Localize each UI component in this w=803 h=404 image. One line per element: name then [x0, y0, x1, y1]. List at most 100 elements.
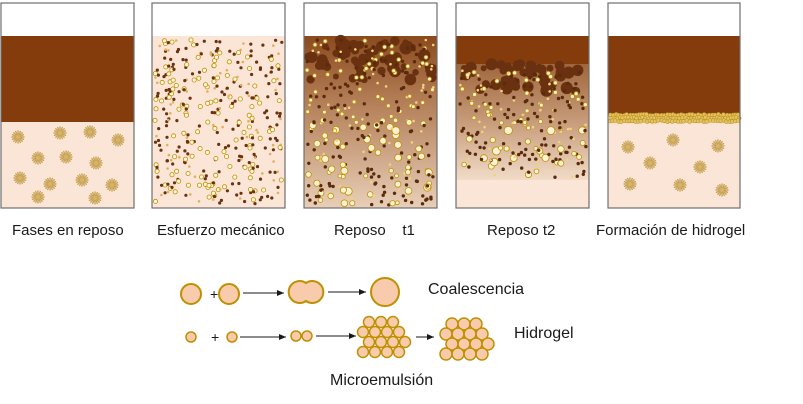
dark-particle	[566, 81, 570, 86]
gel-particle	[218, 106, 222, 110]
droplet	[191, 77, 197, 83]
dark-particle	[169, 57, 173, 62]
gel-particle	[239, 48, 242, 52]
dark-particle	[416, 105, 420, 110]
droplet	[461, 161, 467, 168]
droplet	[184, 62, 190, 68]
dark-particle	[335, 113, 340, 117]
gel-particle	[247, 119, 250, 123]
dark-particle	[498, 125, 502, 130]
dark-particle	[234, 146, 238, 150]
dark-particle	[348, 46, 352, 50]
dark-particle	[358, 171, 362, 175]
dark-particle	[552, 144, 556, 148]
droplet	[247, 186, 253, 192]
droplet	[191, 42, 197, 48]
panel-reposo-t2	[455, 2, 590, 209]
dark-particle	[401, 194, 405, 198]
droplet	[181, 130, 187, 136]
dark-particle	[186, 140, 190, 144]
dark-particle	[270, 66, 274, 70]
gel-particle	[274, 88, 277, 92]
droplet	[241, 129, 247, 135]
dark-particle	[557, 121, 562, 125]
gel-particle	[418, 65, 421, 68]
dark-particle	[237, 158, 241, 163]
dark-particle	[182, 88, 186, 92]
dark-particle	[199, 52, 203, 56]
dark-particle	[506, 107, 511, 112]
dark-particle	[363, 71, 367, 76]
droplet	[246, 66, 252, 72]
droplet	[312, 73, 317, 78]
dark-particle	[429, 195, 433, 199]
droplet	[276, 98, 282, 104]
droplet	[152, 117, 158, 123]
dark-particle	[324, 86, 329, 91]
droplet	[351, 99, 357, 105]
dark-particle	[383, 134, 387, 138]
droplet	[232, 76, 238, 82]
dark-particle	[228, 49, 232, 53]
dark-particle	[466, 131, 470, 136]
droplet	[169, 39, 175, 45]
dark-particle	[558, 73, 562, 78]
dark-particle	[530, 102, 534, 107]
dark-particle	[576, 161, 580, 166]
dark-particle	[172, 181, 177, 185]
droplet	[350, 114, 356, 120]
gel-particle	[154, 76, 157, 79]
dark-particle	[460, 129, 464, 133]
droplet	[405, 119, 413, 126]
droplet	[488, 105, 494, 110]
droplet	[354, 75, 359, 80]
dark-particle	[231, 127, 235, 131]
gel-particle	[548, 90, 551, 93]
dark-particle	[363, 49, 368, 53]
droplet	[215, 110, 221, 116]
droplet	[498, 145, 504, 151]
droplet	[250, 161, 256, 167]
dark-particle	[156, 138, 161, 143]
dark-particle	[421, 194, 425, 198]
dark-particle	[519, 150, 524, 155]
dark-particle	[403, 70, 408, 75]
droplet	[252, 83, 258, 89]
oil-blob	[522, 81, 534, 93]
gel-particle	[398, 188, 401, 192]
dark-particle	[158, 143, 162, 147]
dark-particle	[372, 67, 376, 72]
gel-particle	[165, 143, 169, 147]
oil-blob	[356, 40, 365, 49]
dark-particle	[225, 86, 229, 90]
dark-particle	[214, 49, 218, 53]
gel-particle	[268, 152, 272, 156]
droplet	[571, 150, 577, 157]
gel-particle	[308, 103, 311, 107]
droplet	[533, 168, 540, 175]
cluster-droplet	[362, 335, 376, 349]
gel-particle	[569, 127, 572, 131]
droplet	[424, 61, 430, 67]
gel-particle	[174, 39, 178, 42]
gel-particle	[551, 118, 554, 121]
gel-particle	[239, 83, 243, 87]
oil-blob	[512, 60, 524, 72]
droplet	[170, 77, 176, 83]
dark-particle	[372, 172, 376, 176]
dark-particle	[309, 129, 313, 134]
droplet	[427, 76, 432, 82]
dark-particle	[314, 194, 319, 199]
dark-particle	[374, 181, 378, 185]
droplet	[471, 69, 477, 75]
droplet	[546, 70, 551, 76]
dark-particle	[580, 160, 584, 165]
droplet	[357, 86, 363, 92]
oil-blob	[480, 65, 487, 72]
dark-particle	[313, 201, 317, 205]
dark-particle	[408, 129, 413, 134]
droplet	[382, 44, 387, 50]
droplet	[305, 109, 311, 115]
dark-particle	[155, 165, 159, 169]
gel-particle	[478, 120, 481, 124]
